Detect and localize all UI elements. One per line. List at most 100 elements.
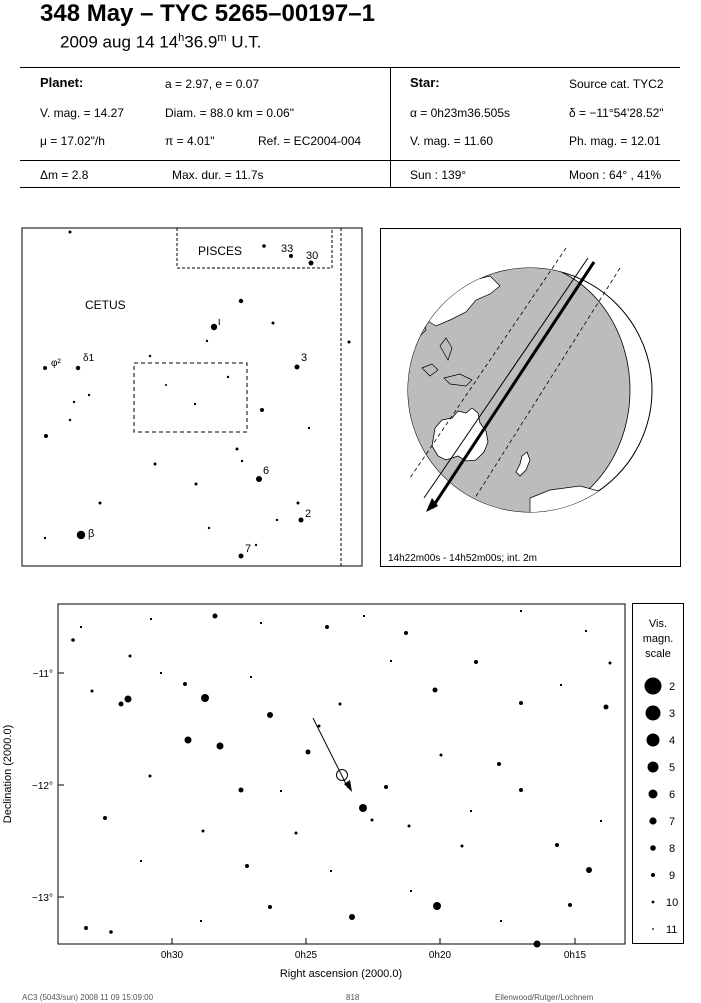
sky-star [212, 613, 218, 619]
planet-diameter: Diam. = 88.0 km = 0.06" [165, 106, 294, 120]
asteroid-track [312, 717, 352, 792]
sky-star [317, 724, 321, 728]
faint-star [585, 630, 587, 632]
faint-star [200, 920, 202, 922]
planet-reference: Ref. = EC2004-004 [258, 134, 362, 148]
sky-star [103, 816, 107, 820]
sky-star [474, 660, 478, 664]
island-outline [421, 363, 439, 377]
sky-star [201, 694, 209, 702]
sky-star [349, 914, 355, 920]
scale-dot [652, 928, 654, 930]
shadow-limit-line [409, 247, 567, 479]
globe-panel: 14h22m00s - 14h52m00s; int. 2m [380, 228, 681, 567]
shadow-center-line [430, 261, 596, 509]
faint-star [250, 676, 252, 678]
planet-motion: μ = 17.02"/h [40, 134, 105, 148]
faint-star [363, 615, 365, 617]
finder-star [44, 434, 48, 438]
finder-star-label: 30 [306, 250, 318, 262]
x-tick-label: 0h20 [429, 950, 452, 961]
sky-star [118, 701, 124, 707]
finder-star [347, 340, 351, 344]
finder-star [235, 447, 239, 451]
finder-star-label: 7 [245, 543, 251, 555]
sky-star [216, 742, 224, 750]
faint-star [470, 810, 472, 812]
faint-star [160, 672, 162, 674]
sky-faint-stars [80, 610, 602, 922]
sky-star [497, 762, 501, 766]
finder-star [262, 244, 266, 248]
sky-star [568, 903, 572, 907]
faint-star [260, 622, 262, 624]
shadow-edge-line [423, 257, 589, 499]
finder-star [298, 517, 304, 523]
finder-star [256, 476, 262, 482]
faint-star [330, 870, 332, 872]
scale-dot [651, 873, 655, 877]
finder-star-label: 2 [305, 508, 311, 520]
shadow-limit-line [474, 267, 621, 499]
scale-dot [646, 733, 660, 747]
finder-star [87, 393, 91, 397]
finder-star [194, 482, 198, 486]
star-label: Star: [410, 75, 440, 90]
sky-star [407, 824, 411, 828]
finder-star [75, 365, 81, 371]
finder-star-label: 6 [263, 465, 269, 477]
finder-star [226, 375, 230, 379]
finder-star [210, 323, 218, 331]
scale-mag-label: 5 [669, 762, 675, 774]
sky-star [90, 689, 94, 693]
sky-star [338, 702, 342, 706]
star-declination: δ = −11°54'28.52" [569, 106, 664, 120]
sky-star [184, 736, 192, 744]
y-tick-label: −12° [32, 781, 53, 792]
scale-mag-label: 6 [669, 789, 675, 801]
finder-star [275, 518, 279, 522]
australia-landmass [431, 407, 489, 462]
new-zealand-landmass [515, 451, 531, 477]
declination-axis-label: Declination (2000.0) [2, 725, 14, 823]
finder-star-label: β [88, 528, 94, 540]
faint-star [80, 626, 82, 628]
scale-title: scale [645, 648, 671, 660]
finder-star-label: 3 [301, 352, 307, 364]
planet-vmag: V. mag. = 14.27 [40, 106, 124, 120]
scale-title: Vis. [649, 618, 667, 630]
planet-label: Planet: [40, 75, 84, 90]
finder-star [308, 260, 314, 266]
constellation-boundary [176, 228, 342, 566]
globe-time-range: 14h22m00s - 14h52m00s; int. 2m [388, 553, 537, 564]
sky-star [555, 843, 559, 847]
finder-star [43, 366, 47, 370]
sky-star [294, 831, 298, 835]
scale-dot [650, 845, 656, 851]
finder-star-label: 33 [281, 243, 293, 255]
star-phmag: Ph. mag. = 12.01 [569, 134, 661, 148]
finder-star [238, 298, 244, 304]
finder-star [193, 402, 197, 406]
island-outline [439, 337, 453, 361]
table-bottom-rule [20, 187, 680, 188]
scale-dot [645, 705, 661, 721]
sky-star [603, 704, 609, 710]
finder-star [165, 384, 167, 386]
sky-star [201, 829, 205, 833]
event-time: 2009 aug 14 14h36.9m U.T. [60, 32, 262, 52]
finder-star [207, 526, 211, 530]
sky-star [533, 940, 541, 948]
finder-star [148, 354, 152, 358]
finder-star [260, 408, 264, 412]
finder-star [294, 364, 300, 370]
faint-star [560, 684, 562, 686]
sky-chart: Declination (2000.0) Right ascension (20… [2, 603, 626, 980]
faint-star [500, 920, 502, 922]
faint-star [150, 618, 152, 620]
finder-star [205, 339, 209, 343]
sky-star [245, 864, 249, 868]
sky-star [238, 787, 244, 793]
finder-frame [21, 227, 363, 567]
sky-star [359, 804, 367, 812]
